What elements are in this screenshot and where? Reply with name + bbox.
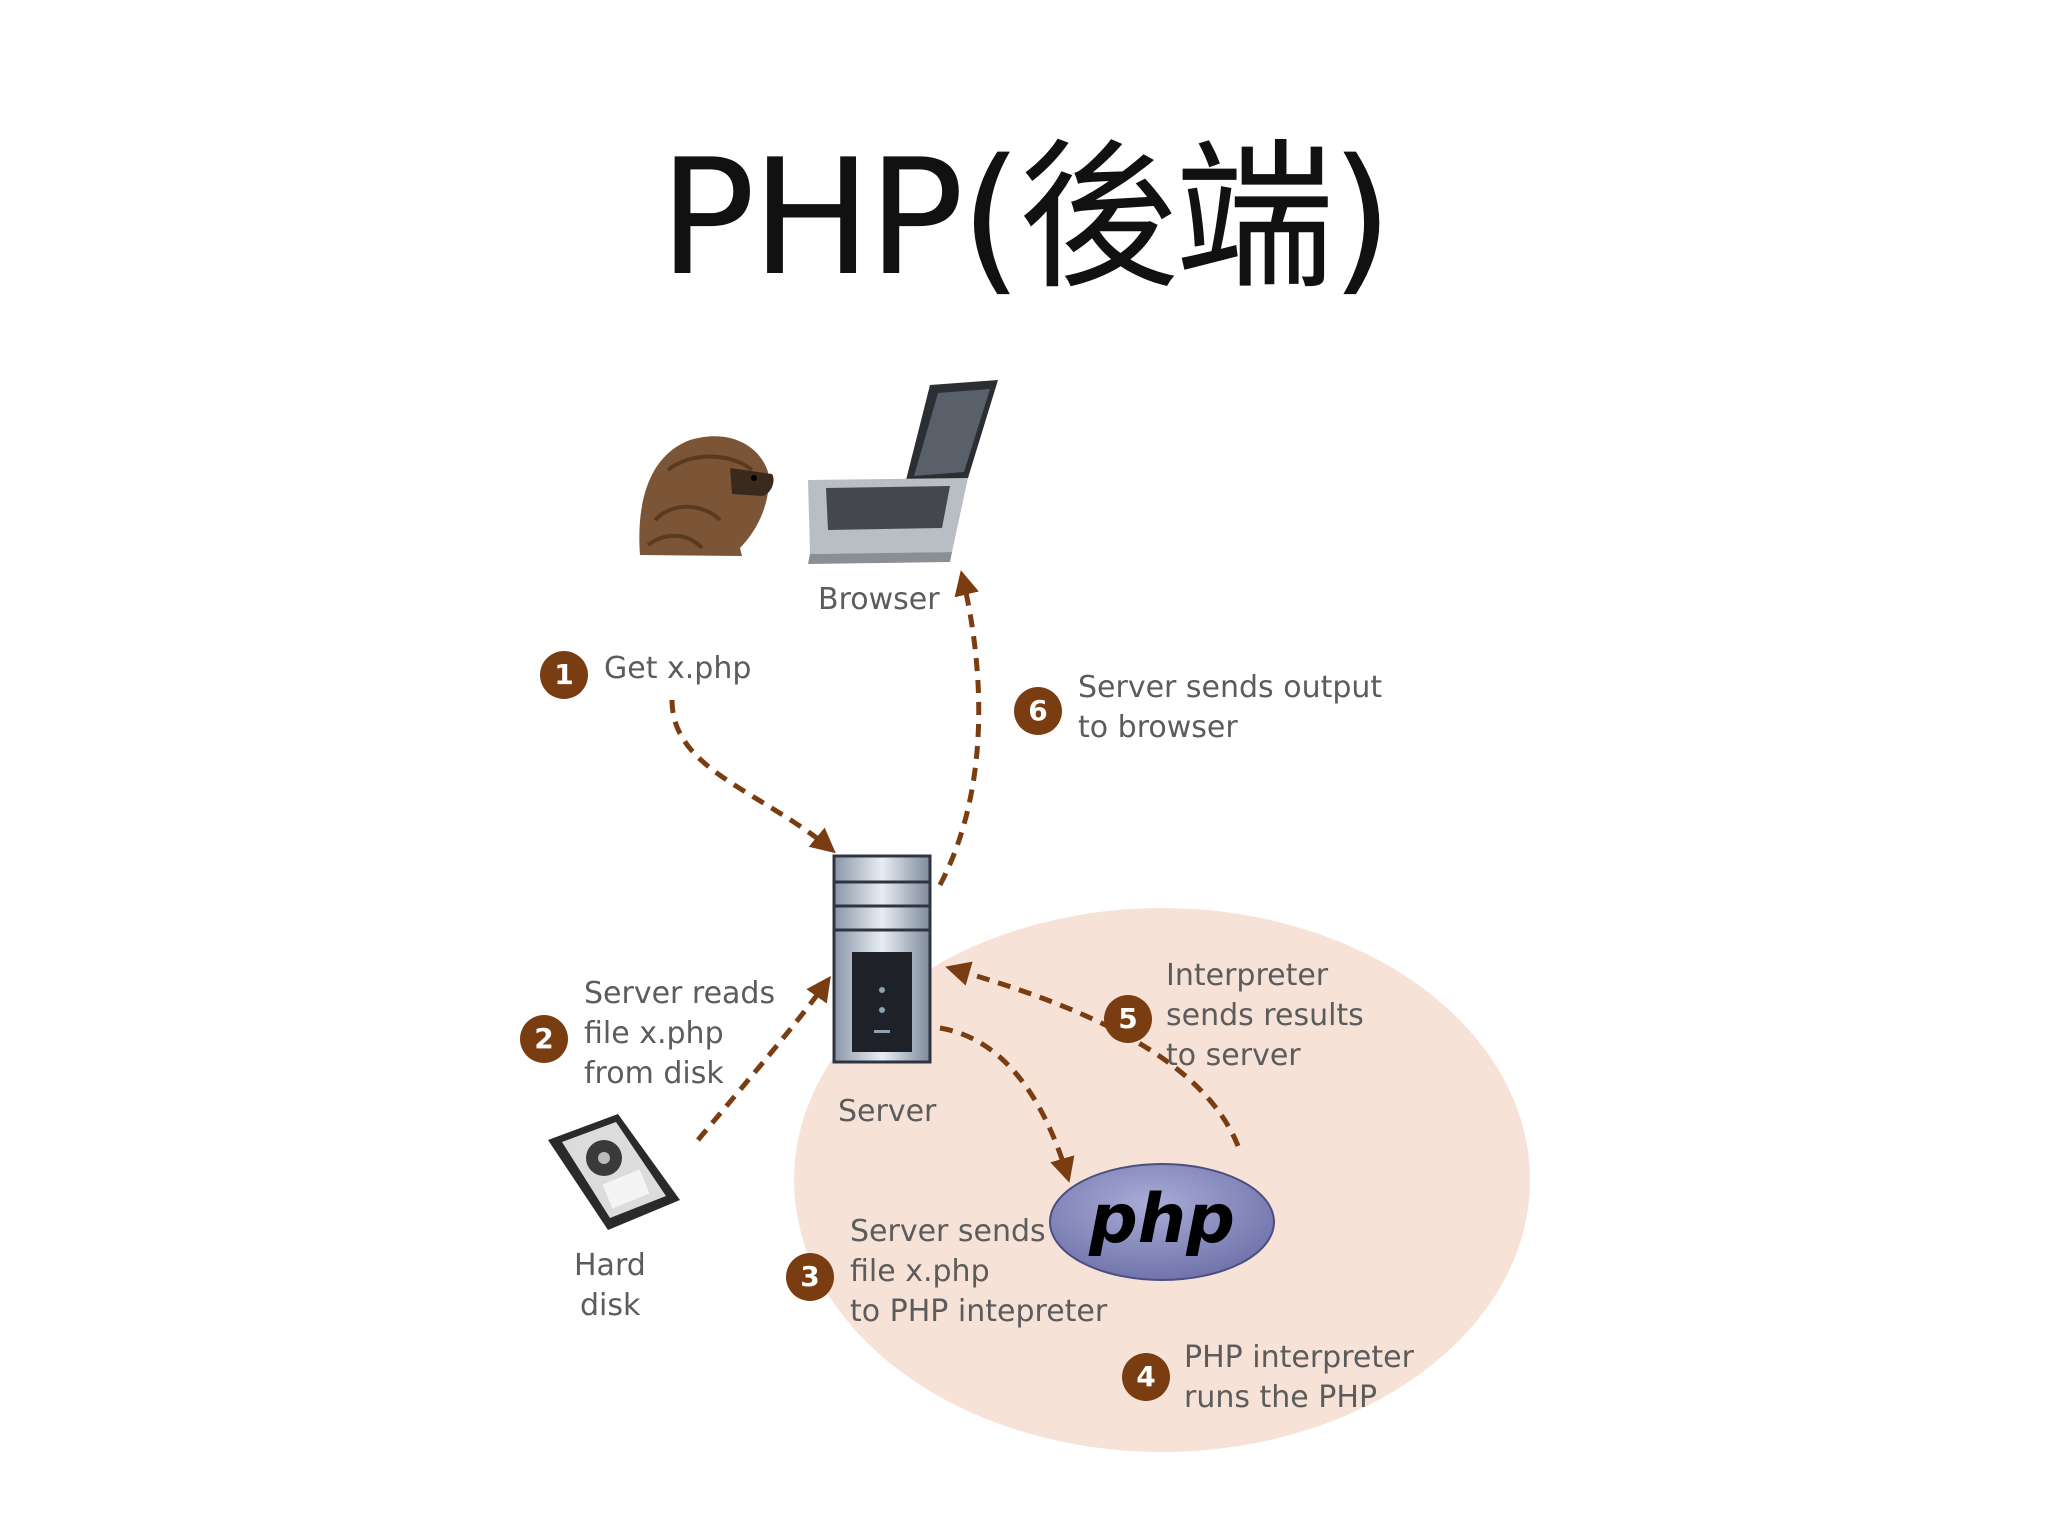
step-badge-1: 1 (540, 651, 588, 699)
arrow-step-1 (669, 699, 836, 854)
user-dog-image (639, 436, 774, 556)
php-logo (1049, 1163, 1275, 1281)
step-4-label-line: runs the PHP (1184, 1380, 1378, 1415)
step-badge-6: 6 (1014, 687, 1062, 735)
step-6-label: Server sends output to browser (1078, 668, 1382, 748)
step-4-label-line: PHP interpreter (1184, 1340, 1414, 1375)
arrow-step-6 (937, 570, 982, 887)
step-badge-4: 4 (1122, 1353, 1170, 1401)
step-5-label-line: Interpreter (1166, 958, 1329, 993)
step-3-label-line: file x.php (850, 1254, 990, 1289)
step-1-label-line: Get x.php (604, 651, 752, 686)
step-badge-3: 3 (786, 1253, 834, 1301)
step-3-label: Server sends file x.php to PHP inteprete… (850, 1212, 1107, 1332)
laptop-icon (808, 380, 998, 564)
hard-disk-label: Hard disk (574, 1246, 646, 1326)
server-tower-icon (832, 854, 932, 1064)
step-5-label-line: sends results (1166, 998, 1364, 1033)
browser-label: Browser (818, 582, 940, 617)
hard-disk-label-line: Hard (574, 1248, 646, 1283)
hard-disk-label-line: disk (580, 1288, 641, 1323)
step-6-label-line: Server sends output (1078, 670, 1383, 705)
server-label: Server (838, 1094, 937, 1129)
slide-title: PHP(後端) (658, 124, 1393, 311)
step-2-label-line: file x.php (584, 1016, 724, 1051)
step-2-label-line: Server reads (584, 976, 776, 1011)
step-5-label-line: to server (1166, 1038, 1301, 1073)
step-2-label-line: from disk (584, 1056, 724, 1091)
hard-disk-icon (548, 1114, 680, 1230)
arrow-step-2 (696, 975, 831, 1142)
step-3-label-line: to PHP intepreter (850, 1294, 1108, 1329)
step-4-label: PHP interpreter runs the PHP (1184, 1338, 1414, 1418)
step-6-label-line: to browser (1078, 710, 1238, 745)
php-logo-text: php (1089, 1180, 1235, 1259)
step-3-label-line: Server sends (850, 1214, 1046, 1249)
arrow-step-3 (939, 1025, 1075, 1183)
step-5-label: Interpreter sends results to server (1166, 956, 1364, 1076)
step-badge-5: 5 (1104, 995, 1152, 1043)
step-2-label: Server reads file x.php from disk (584, 974, 775, 1094)
step-badge-2: 2 (520, 1015, 568, 1063)
step-1-label: Get x.php (604, 649, 751, 689)
